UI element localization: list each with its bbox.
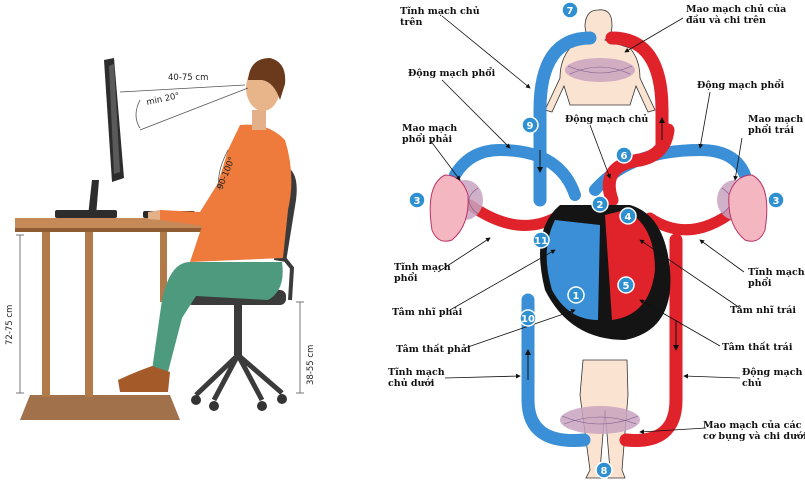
measurement-lines xyxy=(16,84,304,394)
person xyxy=(118,58,292,392)
label-body-capillaries-1: Mao mạch của các xyxy=(703,420,802,431)
svg-text:8: 8 xyxy=(601,466,608,477)
monitor xyxy=(55,58,124,218)
heart xyxy=(540,205,671,340)
label-left-ventricle: Tâm thất trái xyxy=(722,341,793,353)
label-vena-cava-inferior-1: Tĩnh mạch xyxy=(388,367,445,378)
right-lung xyxy=(429,174,469,242)
label-body-capillaries-2: cơ bụng và chi dưới xyxy=(703,431,805,442)
label-pulmonary-vein-right-2: phổi xyxy=(748,277,772,289)
badge-11: 11 xyxy=(532,231,550,249)
label-head-capillaries-2: đầu và chi trên xyxy=(686,14,766,26)
circulation-panel: 1 2 3 3 4 5 6 7 8 9 10 11 Tĩnh mạch chủ … xyxy=(388,1,805,479)
badge-8: 8 xyxy=(595,461,613,479)
label-aorta-bottom-2: chủ xyxy=(742,378,762,389)
label-lung-capillaries-left-2: phổi trái xyxy=(748,124,794,136)
desk-height-label: 72-75 cm xyxy=(5,305,15,345)
left-lung xyxy=(728,174,768,242)
label-vena-cava-inferior-2: chủ dưới xyxy=(388,378,435,389)
badge-4: 4 xyxy=(619,207,637,225)
eye-distance-label: 40-75 cm xyxy=(168,73,208,83)
label-aorta-top: Động mạch chủ xyxy=(565,114,648,125)
label-pulmonary-artery-left: Động mạch phổi xyxy=(408,67,496,79)
view-angle-label: min 20° xyxy=(146,91,181,108)
ergonomics-panel: 40-75 cm min 20° 90-100° 72-75 cm 38-55 … xyxy=(5,58,316,420)
leader-lines xyxy=(429,15,745,435)
badge-3-left: 3 xyxy=(408,191,426,209)
label-lung-capillaries-right-2: phổi phải xyxy=(402,133,453,145)
svg-text:3: 3 xyxy=(773,196,780,207)
svg-text:1: 1 xyxy=(573,291,580,302)
label-pulmonary-vein-left-2: phổi xyxy=(394,272,418,284)
label-vena-cava-superior-2: trên xyxy=(400,17,422,28)
desk xyxy=(15,218,205,397)
badge-5: 5 xyxy=(617,276,635,294)
svg-text:9: 9 xyxy=(527,121,534,132)
badge-10: 10 xyxy=(519,309,537,327)
label-lung-capillaries-right-1: Mao mạch xyxy=(402,123,457,134)
floor-shadow xyxy=(20,395,180,420)
label-left-atrium: Tâm nhĩ trái xyxy=(730,305,796,316)
svg-text:3: 3 xyxy=(414,196,421,207)
label-vena-cava-superior-1: Tĩnh mạch chủ xyxy=(400,6,480,17)
badge-2: 2 xyxy=(591,195,609,213)
label-head-capillaries-1: Mao mạch chủ của xyxy=(686,4,786,15)
svg-text:10: 10 xyxy=(521,314,535,325)
badge-1: 1 xyxy=(567,286,585,304)
vessels xyxy=(449,31,751,447)
labels: Tĩnh mạch chủ trên Mao mạch chủ của đầu … xyxy=(388,4,805,442)
label-right-atrium: Tâm nhĩ phải xyxy=(392,307,463,318)
badge-9: 9 xyxy=(521,116,539,134)
svg-text:7: 7 xyxy=(567,6,574,17)
label-pulmonary-vein-right-1: Tĩnh mạch xyxy=(748,267,805,278)
seat-height-label: 38-55 cm xyxy=(306,345,316,385)
label-right-ventricle: Tâm thất phải xyxy=(396,343,471,355)
badge-3-right: 3 xyxy=(767,191,785,209)
svg-text:6: 6 xyxy=(621,151,628,162)
label-aorta-bottom-1: Động mạch xyxy=(742,367,802,378)
badge-6: 6 xyxy=(615,146,633,164)
label-pulmonary-vein-left-1: Tĩnh mạch xyxy=(394,262,451,273)
svg-text:5: 5 xyxy=(623,281,630,292)
label-pulmonary-artery-right: Động mạch phổi xyxy=(697,79,785,91)
svg-text:2: 2 xyxy=(597,200,604,211)
svg-text:4: 4 xyxy=(625,212,632,223)
svg-text:11: 11 xyxy=(534,236,548,247)
label-lung-capillaries-left-1: Mao mạch xyxy=(748,114,803,125)
badge-7: 7 xyxy=(561,1,579,19)
step-badges: 1 2 3 3 4 5 6 7 8 9 10 11 xyxy=(408,1,785,479)
